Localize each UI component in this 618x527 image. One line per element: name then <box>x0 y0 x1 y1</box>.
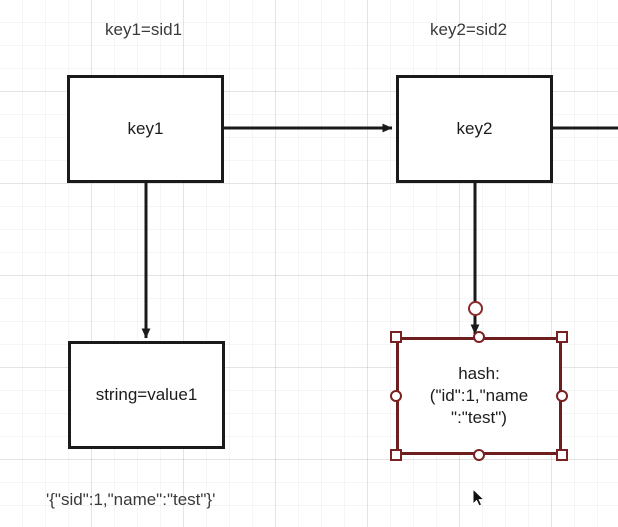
label-json-payload[interactable]: '{"sid":1,"name":"test"}' <box>46 490 216 509</box>
label-key1-sid1[interactable]: key1=sid1 <box>105 20 183 39</box>
node-key1-label: key1 <box>127 119 164 139</box>
endpoint-source-circle[interactable] <box>468 301 483 316</box>
handle-e[interactable] <box>556 390 568 402</box>
handle-s[interactable] <box>473 449 485 461</box>
node-hash-label: hash: ("id":1,"name ":"test") <box>429 364 529 427</box>
node-key2[interactable]: key2 <box>396 75 553 183</box>
handle-se[interactable] <box>556 449 568 461</box>
handle-ne[interactable] <box>556 331 568 343</box>
handle-sw[interactable] <box>390 449 402 461</box>
handle-n[interactable] <box>473 331 485 343</box>
label-key2-sid2[interactable]: key2=sid2 <box>430 20 508 39</box>
handle-w[interactable] <box>390 390 402 402</box>
node-hash[interactable]: hash: ("id":1,"name ":"test") <box>396 337 562 455</box>
node-string-value1-label: string=value1 <box>95 385 198 405</box>
handle-nw[interactable] <box>390 331 402 343</box>
mouse-cursor-icon <box>472 488 486 507</box>
node-key2-label: key2 <box>456 119 493 139</box>
node-string-value1[interactable]: string=value1 <box>68 341 225 449</box>
node-key1[interactable]: key1 <box>67 75 224 183</box>
